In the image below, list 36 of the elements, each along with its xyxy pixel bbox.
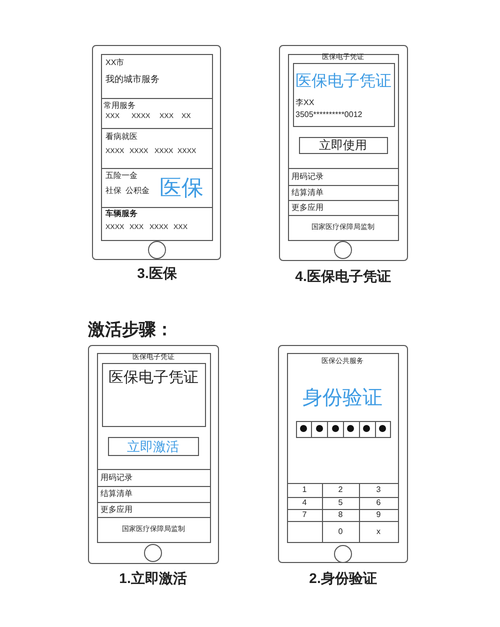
pin-dot-icon: [347, 425, 354, 432]
phone-frame: [92, 45, 221, 260]
credential-card: [102, 362, 206, 426]
pin-dot-icon: [316, 425, 323, 432]
keypad: [286, 482, 398, 542]
keypad-key: 7: [286, 508, 322, 522]
section-heading: 五险一金: [106, 170, 138, 180]
section-heading: 常用服务: [104, 100, 136, 110]
phone-frame: [278, 345, 408, 563]
card-title: 医保电子凭证: [108, 368, 198, 386]
pin-dot-icon: [300, 425, 307, 432]
phone-frame: [279, 45, 408, 261]
service-item: 公积金: [126, 186, 150, 196]
card-title: 医保电子凭证: [296, 72, 392, 92]
city-services-heading: 我的城市服务: [106, 74, 160, 85]
step-caption: 2.身份验证: [309, 570, 377, 586]
phone-frame: [88, 345, 219, 564]
use-now-button: 立即使用: [298, 136, 388, 154]
pin-field: [296, 420, 390, 438]
pin-dot-icon: [332, 425, 339, 432]
pin-dot-icon: [379, 425, 386, 432]
step-caption: 4.医保电子凭证: [295, 268, 391, 284]
step-caption: 3.医保: [137, 264, 177, 282]
credential-card: [292, 62, 394, 126]
service-item: 社保: [106, 186, 122, 196]
highlight-label: 医保: [160, 175, 204, 202]
city-name: XX市: [106, 58, 124, 68]
step-caption: 1.立即激活: [119, 570, 187, 586]
id-number: 3505**********0012: [296, 110, 362, 120]
steps-heading: 激活步骤：: [88, 320, 173, 340]
section-heading: 车辆服务: [106, 208, 138, 218]
holder-name: 李XX: [296, 98, 314, 108]
pin-dot-icon: [363, 425, 370, 432]
verification-heading: 身份验证: [302, 386, 382, 410]
section-heading: 看病就医: [106, 132, 138, 142]
activate-button: 立即激活: [108, 436, 198, 456]
